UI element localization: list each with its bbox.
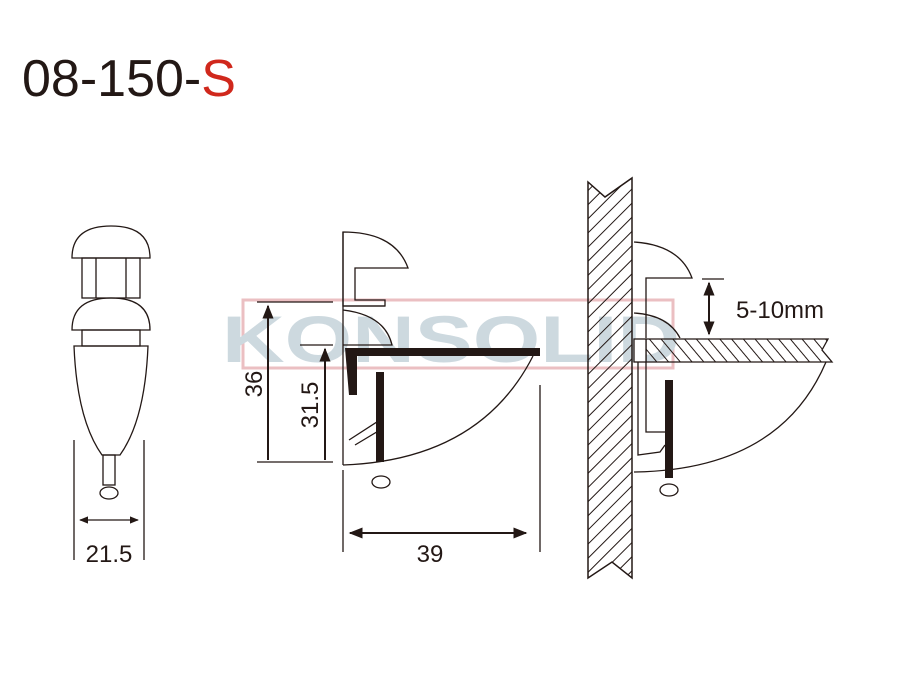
- dimension-width: 21.5: [86, 541, 133, 568]
- dimension-height-total: 36: [241, 371, 268, 398]
- product-code-title: 08-150-S: [22, 50, 236, 108]
- dimension-glass-thickness: 5-10mm: [736, 297, 824, 324]
- mounted-view: 5-10mm: [587, 176, 834, 580]
- front-view: 21.5: [71, 225, 151, 568]
- side-view: 36 31.5 39: [241, 231, 541, 568]
- dimension-depth: 39: [417, 541, 444, 568]
- dimension-height-inner: 31.5: [297, 382, 324, 429]
